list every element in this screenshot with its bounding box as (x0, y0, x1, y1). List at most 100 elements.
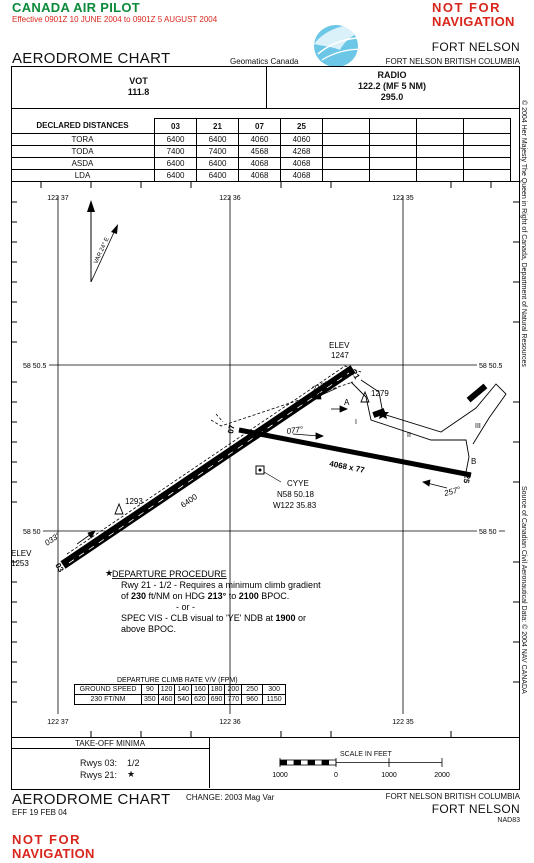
footer-effective: EFF 19 FEB 04 (12, 808, 68, 817)
taxiway-ii-label: II (407, 432, 411, 439)
takeoff-header-divider (11, 748, 209, 749)
departure-line-4: SPEC VIS - CLB visual to 'YE' NDB at 190… (121, 613, 306, 623)
dd-rwy-25: 25 (280, 118, 323, 134)
departure-line-1: Rwy 21 - 1/2 - Requires a minimum climb … (121, 580, 321, 590)
dd-row-toda: TODA 7400 7400 4568 4268 (11, 145, 511, 158)
airport-name: FORT NELSON (431, 40, 520, 54)
copyright-note: © 2004 Her Majesty The Queen in Right of… (520, 100, 527, 367)
taxiway-iii-label: III (475, 423, 481, 430)
footer-change-note: CHANGE: 2003 Mag Var (186, 793, 275, 802)
dd-row-asda: ASDA 6400 6400 4068 4068 (11, 157, 511, 170)
dd-rwy-21: 21 (196, 118, 239, 134)
obstacle-1279-icon (360, 390, 370, 403)
hdg-077: 077° (286, 425, 304, 436)
radio-frequency-2: 295.0 (380, 92, 404, 102)
obstacle-1293-icon (114, 502, 124, 515)
takeoff-rwy21-value: ★ (127, 769, 136, 779)
arp-longitude: W122 35.83 (273, 501, 317, 510)
climb-rate-title: DEPARTURE CLIMB RATE V/V (FPM) (117, 677, 238, 684)
footer-chart-type: AERODROME CHART (12, 791, 171, 808)
scale-label-1: 1000 (272, 772, 288, 779)
freq-col-divider (266, 67, 267, 108)
departure-line-3: - or - (176, 602, 195, 612)
scale-label-2: 0 (334, 772, 338, 779)
not-for-navigation-bottom-1: NOT FOR (12, 832, 81, 847)
var-label: VAR 24° E (93, 237, 110, 265)
takeoff-col-divider (209, 737, 210, 788)
departure-star-icon: ★ (105, 568, 113, 578)
vot-label: VOT (129, 76, 148, 86)
obstacle-1279-label: 1279 (371, 389, 389, 398)
not-for-navigation-bottom-2: NAVIGATION (12, 846, 95, 861)
footer-datum: NAD83 (497, 817, 520, 824)
chart-type-title: AERODROME CHART (12, 50, 171, 67)
taxiway-i-label: I (355, 419, 357, 426)
lon-label-bottom-1: 122 37 (47, 719, 69, 726)
frame-ticks (11, 182, 519, 737)
lon-label-top-3: 122 35 (392, 195, 414, 202)
takeoff-minima-title: TAKE-OFF MINIMA (74, 739, 146, 748)
declared-distances-table: DECLARED DISTANCES 03 21 07 25 TORA 6400… (11, 118, 511, 182)
dd-row-lda: LDA 6400 6400 4068 4068 (11, 169, 511, 182)
scale-title: SCALE IN FEET (340, 751, 392, 758)
lon-label-top-2: 122 36 (219, 195, 241, 202)
effective-dates: Effective 0901Z 10 JUNE 2004 to 0901Z 5 … (12, 15, 218, 24)
source-note-container: Source of Canadian Civil Aeronautical Da… (517, 486, 527, 726)
publisher-title: CANADA AIR PILOT (12, 0, 141, 15)
lon-label-bottom-2: 122 36 (219, 719, 241, 726)
scale-label-4: 2000 (434, 772, 450, 779)
lat-label-right-1: 58 50.5 (479, 363, 502, 370)
rwy-03-21-length: 6400 (179, 492, 199, 510)
radio-frequency: 122.2 (MF 5 NM) (357, 81, 426, 91)
freq-divider (11, 108, 519, 109)
hdg-033: 033° (43, 530, 62, 547)
footer-airport-name: FORT NELSON (431, 802, 520, 816)
north-arrow-icon: VAR 24° E (87, 200, 118, 283)
declared-distances-title: DECLARED DISTANCES (11, 118, 155, 134)
radio-label: RADIO (377, 70, 407, 80)
rwy-07-25-dimensions: 4068 x 77 (329, 459, 366, 475)
takeoff-rwy03-label: Rwys 03: (80, 758, 118, 768)
arp-latitude: N58 50.18 (277, 490, 314, 499)
elev-sw-value: 1253 (11, 559, 29, 568)
takeoff-rwy21-label: Rwys 21: (80, 770, 118, 780)
rwy-25-label: 25 (461, 474, 472, 485)
source-note: Source of Canadian Civil Aeronautical Da… (520, 486, 527, 694)
beacon-icon (377, 408, 389, 419)
lat-lon-grid (25, 196, 505, 714)
lon-label-bottom-3: 122 35 (392, 719, 414, 726)
aerodrome-diagram: 122 37 122 36 122 35 122 37 122 36 122 3… (11, 182, 519, 737)
dd-row-tora: TORA 6400 6400 4060 4060 (11, 133, 511, 146)
lat-label-right-2: 58 50 (479, 529, 497, 536)
runway-direction-arrows (76, 387, 448, 545)
not-for-navigation-top-1: NOT FOR (432, 0, 501, 15)
hdg-257: 257° (442, 485, 462, 498)
lat-label-left-2: 58 50 (23, 529, 41, 536)
departure-title: DEPARTURE PROCEDURE (112, 569, 227, 579)
hangar-building (466, 383, 488, 403)
lon-label-top-1: 122 37 (47, 195, 69, 202)
not-for-navigation-top-2: NAVIGATION (432, 14, 515, 29)
scale-label-3: 1000 (381, 772, 397, 779)
footer-location: FORT NELSON BRITISH COLUMBIA (385, 792, 520, 801)
copyright-note-container: © 2004 Her Majesty The Queen in Right of… (517, 100, 527, 400)
chart-frame (11, 66, 520, 790)
aerodrome-reference-point-icon (255, 465, 282, 483)
rwy-07-label: 07 (226, 423, 237, 434)
scale-bar: 1000 0 1000 2000 (272, 758, 450, 779)
obstacle-1293-label: 1293 (125, 497, 143, 506)
lat-label-left-1: 58 50.5 (23, 363, 46, 370)
airport-location: FORT NELSON BRITISH COLUMBIA (385, 57, 520, 66)
elev-ne-value: 1247 (331, 351, 349, 360)
runway-03-21 (60, 365, 356, 569)
apron-taxiway-b (360, 379, 507, 445)
dd-rwy-07: 07 (238, 118, 281, 134)
taxiway-connector (210, 381, 354, 427)
bottom-divider (11, 737, 519, 738)
geomatics-logo-icon (314, 24, 378, 67)
vot-frequency: 111.8 (127, 87, 150, 97)
airport-id: CYYE (287, 479, 309, 488)
runway-07-25 (238, 427, 472, 478)
